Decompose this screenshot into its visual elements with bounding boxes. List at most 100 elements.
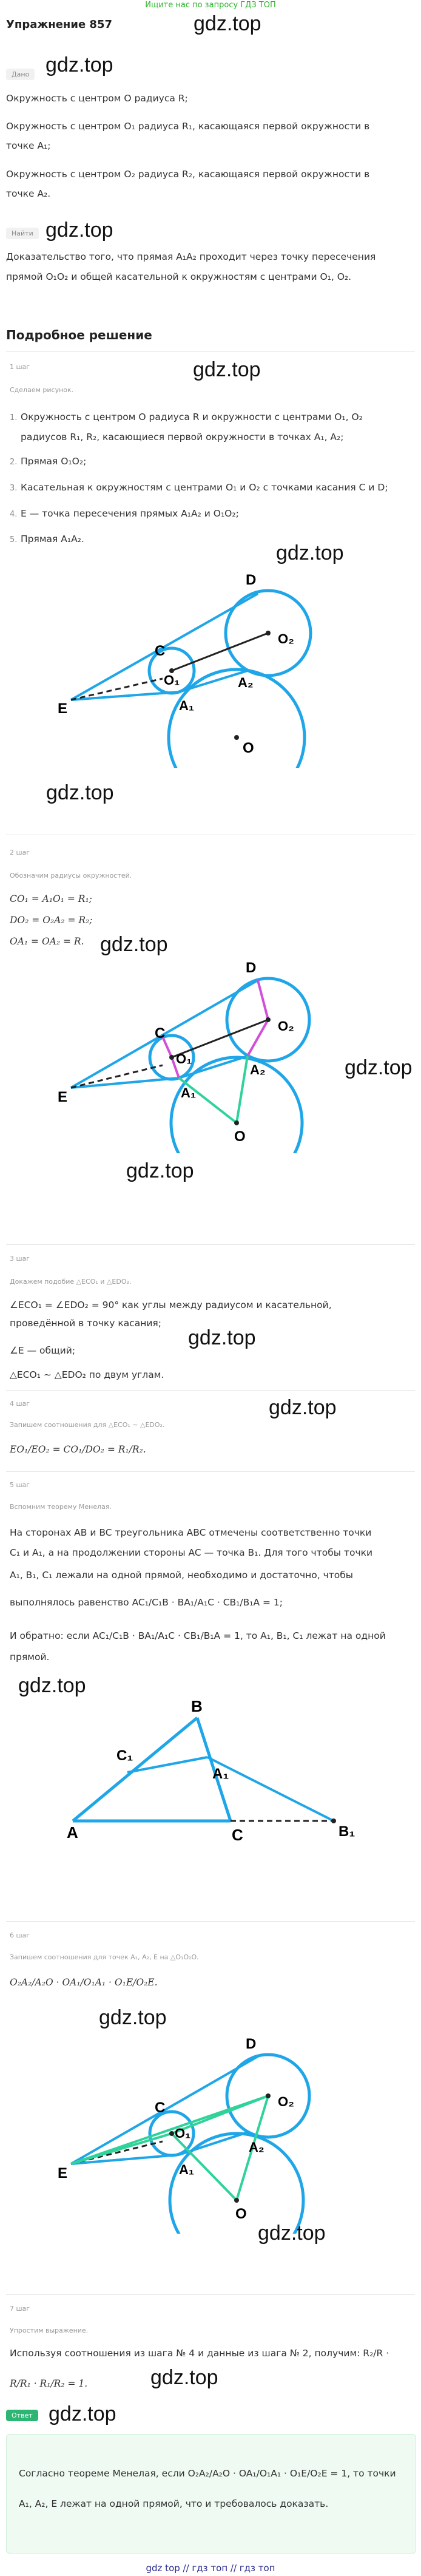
given-line: Окружность с центром O₂ радиуса R₂, каса… (6, 169, 370, 180)
text-line: ∠ECO₁ = ∠EDO₂ = 90° как углы между радиу… (10, 1300, 332, 1310)
fig-label: D (246, 960, 256, 976)
fig-label: A₂ (238, 675, 254, 690)
watermark: gdz.top (46, 781, 114, 804)
list-text: Прямая A₁A₂. (21, 534, 84, 544)
divider (6, 1244, 415, 1245)
step-subtitle: Вспомним теорему Менелая. (10, 1503, 112, 1511)
step-label: 5 шаг (10, 1481, 30, 1489)
list-text: E — точка пересечения прямых A₁A₂ и O₁O₂… (21, 508, 239, 519)
step-subtitle: Докажем подобие △ECO₁ и △EDO₂. (10, 1278, 132, 1286)
find-line: прямой O₁O₂ и общей касательной к окружн… (6, 271, 352, 282)
fig-label: D (246, 2036, 256, 2052)
fig-label: A₁ (181, 1085, 196, 1100)
fig-label: A₁ (212, 1766, 229, 1782)
list-text: Окружность с центром O радиуса R и окруж… (21, 412, 363, 422)
formula-line: DO₂ = O₂A₂ = R₂; (10, 915, 93, 926)
given-line: Окружность с центром O радиуса R; (6, 93, 188, 104)
fig-label: A₂ (249, 2140, 264, 2155)
watermark: gdz.top (193, 358, 261, 381)
watermark: gdz.top (345, 1056, 413, 1079)
list-item: 2.Прямая O₁O₂; (10, 454, 86, 470)
step-label: 4 шаг (10, 1400, 30, 1408)
fig-label: O₂ (278, 1019, 294, 1034)
step-label: 1 шаг (10, 363, 30, 371)
step-label: 6 шаг (10, 1931, 30, 1939)
figure-circles-3: E C D O₁ O₂ A₁ A₂ O (58, 2036, 311, 2234)
top-banner[interactable]: Ищите нас по запросу ГДЗ ТОП (145, 1, 276, 10)
list-text: радиусов R₁, R₂, касающиеся первой окруж… (21, 432, 344, 442)
watermark: gdz.top (269, 1396, 337, 1419)
fig-label: B₁ (338, 1823, 355, 1840)
list-number: 2. (10, 458, 18, 467)
watermark: gdz.top (150, 2366, 218, 2389)
text-line: △ECO₁ ∼ △EDO₂ по двум углам. (10, 1369, 164, 1380)
watermark: gdz.top (45, 53, 113, 76)
divider (6, 1921, 415, 1922)
list-item: радиусов R₁, R₂, касающиеся первой окруж… (10, 430, 343, 444)
fig-label: E (58, 1089, 67, 1105)
formula-line: O₂A₂/A₂O · OA₁/O₁A₁ · O₁E/O₂E. (10, 1977, 158, 1988)
fig-label: O₁ (164, 673, 180, 688)
list-number: 1. (10, 413, 18, 422)
step-subtitle: Запишем соотношения для △ECO₁ ∼ △EDO₂. (10, 1421, 165, 1429)
step-subtitle: Сделаем рисунок. (10, 386, 74, 394)
fig-label: A (67, 1823, 78, 1842)
formula-line: OA₁ = OA₂ = R. (10, 936, 84, 947)
fig-label: A₁ (179, 698, 194, 713)
find-label: Найти (6, 228, 39, 239)
given-line: точке A₂. (6, 188, 51, 199)
fig-label: A₁ (179, 2162, 194, 2177)
divider (6, 2294, 415, 2295)
given-line: Окружность с центром O₁ радиуса R₁, каса… (6, 121, 370, 132)
given-label: Дано (6, 69, 35, 80)
fig-label: E (58, 2165, 67, 2181)
fig-label: O₁ (175, 2126, 190, 2141)
text-line: выполнялось равенство AC₁/C₁B · BA₁/A₁C … (10, 1597, 283, 1608)
fig-label: O (234, 1128, 246, 1145)
watermark: gdz.top (126, 1159, 194, 1182)
fig-label: C (155, 1025, 165, 1042)
list-item: 4.E — точка пересечения прямых A₁A₂ и O₁… (10, 506, 239, 522)
list-text: Прямая O₁O₂; (21, 456, 87, 467)
divider (6, 1471, 415, 1472)
step-label: 2 шаг (10, 849, 30, 856)
fig-label: O₂ (278, 631, 294, 646)
watermark: gdz.top (99, 2006, 167, 2029)
fig-label: C (232, 1826, 243, 1844)
find-line: Доказательство того, что прямая A₁A₂ про… (6, 251, 376, 262)
watermark: gdz.top (45, 219, 113, 242)
fig-label: E (58, 700, 67, 717)
list-item: 3.Касательная к окружностям с центрами O… (10, 480, 388, 496)
fig-label: B (191, 1700, 203, 1715)
watermark: gdz.top (258, 2222, 326, 2245)
answer-line: A₁, A₂, E лежат на одной прямой, что и т… (19, 2498, 329, 2509)
text-line: C₁ и A₁, а на продолжении стороны AC — т… (10, 1547, 373, 1558)
watermark: gdz.top (18, 1674, 86, 1697)
footer-links[interactable]: gdz top // гдз топ // гдз топ (146, 2563, 275, 2574)
solution-title: Подробное решение (6, 328, 152, 342)
fig-label: C (155, 643, 165, 659)
text-line: проведённой в точку касания; (10, 1318, 161, 1329)
text-line: Используя соотношения из шага № 4 и данн… (10, 2348, 389, 2359)
list-text: Касательная к окружностям с центрами O₁ … (21, 482, 388, 493)
fig-label: C₁ (116, 1747, 133, 1764)
list-number: 3. (10, 484, 18, 493)
text-line: На сторонах AB и BC треугольника ABC отм… (10, 1527, 372, 1538)
fig-label: C (155, 2100, 165, 2116)
page-title: Упражнение 857 (6, 18, 112, 31)
watermark: gdz.top (100, 933, 168, 956)
divider (6, 1390, 415, 1391)
formula-line: R/R₁ · R₁/R₂ = 1. (10, 2378, 88, 2389)
watermark: gdz.top (188, 1326, 256, 1349)
divider (6, 351, 415, 352)
text-line: ∠E — общий; (10, 1345, 76, 1356)
step-label: 7 шаг (10, 2305, 30, 2313)
list-item: 5.Прямая A₁A₂. (10, 532, 84, 547)
watermark: gdz.top (194, 12, 261, 35)
text-line: И обратно: если AC₁/C₁B · BA₁/A₁C · CB₁/… (10, 1630, 386, 1641)
answer-label: Ответ (6, 2410, 38, 2421)
fig-label: O (235, 2206, 247, 2222)
given-line: точке A₁; (6, 140, 51, 151)
step-subtitle: Запишем соотношения для точек A₁, A₂, E … (10, 1953, 199, 1961)
fig-label: A₂ (250, 1062, 266, 1077)
